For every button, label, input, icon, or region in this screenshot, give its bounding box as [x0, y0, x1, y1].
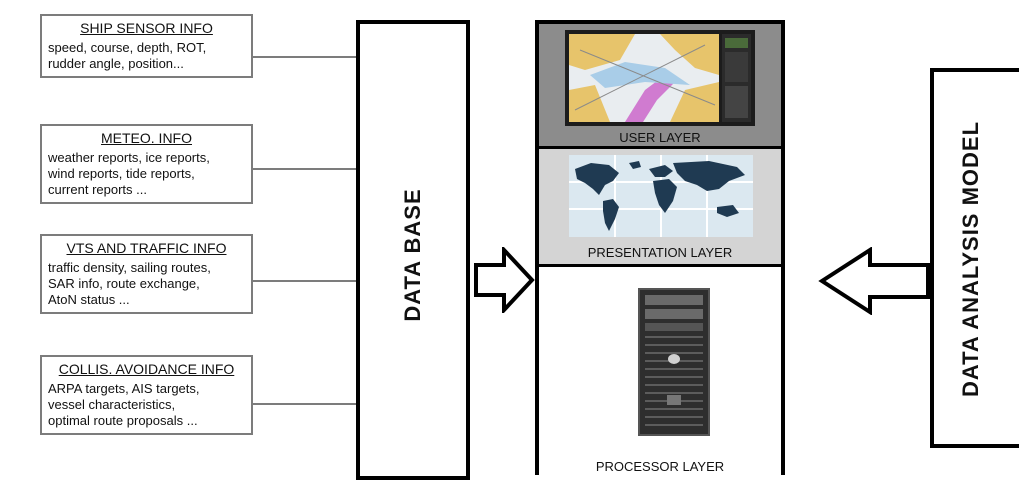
connector-line [253, 403, 356, 405]
meteo-info-line: current reports ... [48, 182, 147, 197]
data-analysis-model-label: DATA ANALYSIS MODEL [958, 120, 983, 398]
arrow-right-icon [474, 247, 535, 313]
connector-line [253, 280, 356, 282]
vts-traffic-info-line: AtoN status ... [48, 292, 130, 307]
ship-sensor-info-title: SHIP SENSOR INFO [80, 20, 213, 36]
vts-traffic-info-title: VTS AND TRAFFIC INFO [66, 240, 227, 256]
user-layer: USER LAYER [539, 24, 781, 149]
layer-stack: USER LAYER PRESENTATION LAYER [535, 20, 785, 479]
collision-avoidance-info-line: optimal route proposals ... [48, 413, 198, 428]
collision-avoidance-info-box: COLLIS. AVOIDANCE INFO ARPA targets, AIS… [40, 355, 253, 435]
ship-sensor-info-line: speed, course, depth, ROT, [48, 40, 207, 55]
vts-traffic-info-line: SAR info, route exchange, [48, 276, 200, 291]
processor-layer: PROCESSOR LAYER [539, 267, 781, 479]
meteo-info-box: METEO. INFO weather reports, ice reports… [40, 124, 253, 204]
presentation-layer: PRESENTATION LAYER [539, 149, 781, 267]
processor-layer-label: PROCESSOR LAYER [595, 459, 725, 474]
nautical-chart-display-icon [565, 30, 755, 126]
ship-sensor-info-line: rudder angle, position... [48, 56, 184, 71]
collision-avoidance-info-title: COLLIS. AVOIDANCE INFO [58, 361, 235, 377]
vts-traffic-info-line: traffic density, sailing routes, [48, 260, 211, 275]
connector-line [253, 168, 356, 170]
database-pillar: DATA BASE [356, 20, 470, 480]
data-analysis-model-pillar: DATA ANALYSIS MODEL [930, 68, 1019, 448]
meteo-info-line: wind reports, tide reports, [48, 166, 195, 181]
presentation-layer-label: PRESENTATION LAYER [587, 245, 733, 260]
collision-avoidance-info-line: vessel characteristics, [48, 397, 176, 412]
meteo-info-line: weather reports, ice reports, [48, 150, 210, 165]
meteo-info-title: METEO. INFO [101, 130, 192, 146]
collision-avoidance-info-line: ARPA targets, AIS targets, [48, 381, 200, 396]
vts-traffic-info-box: VTS AND TRAFFIC INFO traffic density, sa… [40, 234, 253, 314]
arrow-left-icon [818, 247, 930, 315]
ship-sensor-info-box: SHIP SENSOR INFO speed, course, depth, R… [40, 14, 253, 78]
database-label: DATA BASE [400, 188, 425, 322]
user-layer-label: USER LAYER [619, 130, 701, 145]
server-tower-icon [638, 288, 710, 436]
connector-line [253, 56, 356, 58]
world-map-icon [569, 155, 753, 237]
